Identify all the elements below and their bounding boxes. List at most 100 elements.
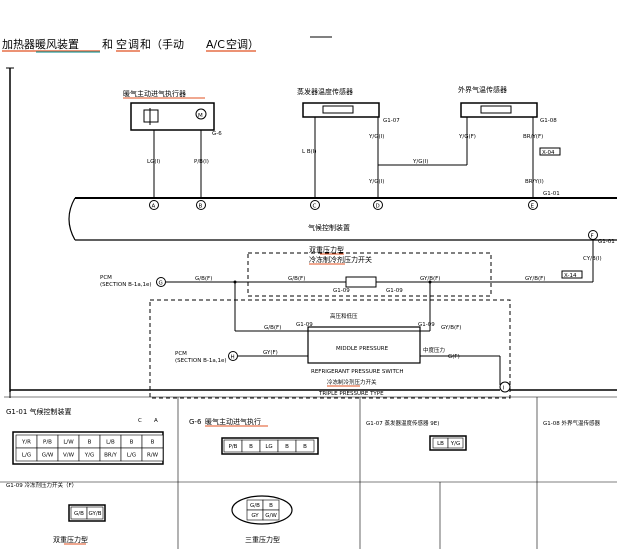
connector-pin-label: B — [151, 440, 155, 446]
wire-gyb3: GY/B(F) — [441, 325, 461, 331]
connector-pin-label: V/W — [63, 453, 75, 459]
pcm1-section: (SECTION B-1a,1e) — [100, 282, 152, 288]
wire-ygf: Y/G(F) — [458, 134, 476, 140]
pcm2-label: PCM — [175, 351, 187, 357]
code-x14: X-14 — [564, 273, 577, 279]
connector-pin-label: Y/G — [450, 441, 460, 447]
title-part5: 调 — [128, 38, 139, 51]
wire-gf: G(F) — [448, 354, 460, 360]
svg-text:E: E — [531, 204, 535, 210]
wire-lb: L B(I) — [302, 149, 317, 155]
conn-g101-label: G1-01 气候控制装置 — [6, 407, 72, 416]
pin-a: A — [154, 418, 158, 424]
connector-pin-label: B — [130, 440, 134, 446]
page-title: 加热器 暖风装置 和 空 调 和（手动 A/C 空调） — [2, 37, 259, 51]
connector-pin-label: Y/G — [84, 453, 94, 459]
conn-g109-label: G1-09 冷冻剂压力开关（F） — [6, 481, 77, 489]
connector-pin-label: LB — [437, 441, 444, 447]
svg-text:M: M — [198, 113, 203, 119]
connector-pin-label: GY — [251, 513, 259, 519]
wire-yg1: Y/G(I) — [368, 134, 384, 140]
mid-pressure-label: 中度压力 — [423, 346, 445, 354]
ref-switch-cn: 冷冻制冷剂压力开关 — [327, 378, 377, 386]
connector-pin-label: G/W — [42, 453, 54, 459]
code-g101: G1-01 — [543, 191, 560, 197]
code-g107: G1-07 — [383, 118, 400, 124]
connector-pin-label: GY/B — [89, 511, 102, 517]
wire-brf: BR/Y(F) — [523, 134, 543, 140]
connector-pin-label: L/W — [63, 440, 74, 446]
svg-text:H: H — [231, 355, 235, 361]
connector-pin — [262, 509, 280, 521]
climate-unit-label: 气候控制装置 — [308, 223, 350, 232]
wire-gbf3: G/B(F) — [264, 325, 281, 331]
connector-pin-label: L/B — [106, 440, 115, 446]
pin-c: C — [138, 418, 142, 424]
connector-pin-label: B — [249, 444, 253, 450]
wire-yg2: Y/G(I) — [368, 179, 384, 185]
g109-pins: G/B GY/B — [70, 506, 104, 520]
wire-lg: LG(I) — [147, 159, 160, 165]
connector-pin — [86, 506, 104, 520]
connector-pin — [295, 439, 315, 453]
wire-gbf2: G/B(F) — [288, 276, 305, 282]
dual-switch-sub: 冷冻制冷剂压力开关 — [309, 255, 372, 264]
wire-pb: P/B(I) — [194, 159, 209, 165]
code-x04: X-04 — [542, 150, 555, 156]
title-part3: 和 — [102, 38, 113, 51]
connector-pin-label: LG — [265, 444, 272, 450]
dual-switch-title: 双重压力型 — [309, 245, 344, 254]
svg-text:C: C — [313, 204, 317, 210]
pcm1-label: PCM — [100, 275, 112, 281]
title-part6: 和（手动 — [140, 37, 184, 51]
code-g109c: G1-09 — [296, 322, 313, 328]
connector-pin — [447, 437, 464, 449]
title-part7: A/C — [206, 38, 225, 51]
g101-pins: Y/R P/B L/W B L/B B B L/G G/W V/W Y/G BR/Y L/G R/W — [15, 434, 164, 462]
triple-type-en: TRIPLE PRESSURE TYPE — [318, 391, 384, 397]
mid-pressure-en: MIDDLE PRESSURE — [336, 346, 389, 352]
code-g109a: G1-09 — [333, 288, 350, 294]
connector-pin-label: B — [88, 440, 92, 446]
triple-label: 三重压力型 — [245, 535, 280, 544]
connector-pin-label: B — [285, 444, 289, 450]
ambient-sensor-label: 外界气温传感器 — [458, 85, 507, 94]
pcm2-section: (SECTION B-1a,1e) — [175, 358, 227, 364]
connector-pin-label: L/G — [22, 453, 31, 459]
wire-gyb1: GY/B(F) — [420, 276, 440, 282]
svg-text:I: I — [503, 386, 505, 392]
bus-nodes: A B C D E F — [149, 200, 598, 240]
svg-text:A: A — [152, 204, 156, 210]
conn-g6-code: G-6 — [189, 418, 202, 426]
wire-gyf: GY(F) — [263, 350, 278, 356]
title-part8: 空调） — [226, 37, 259, 51]
connector-pin-label: BR/Y — [104, 453, 117, 459]
connector-pin — [141, 447, 164, 462]
connector-pin-label: Y/R — [21, 440, 31, 446]
connector-pin-label: G/B — [250, 503, 260, 509]
connector-pin-label: P/B — [43, 440, 52, 446]
wire-gbf1: G/B(F) — [195, 276, 212, 282]
dual-label: 双重压力型 — [53, 535, 88, 544]
title-part2: 暖风装置 — [35, 38, 79, 51]
connector-pin-label: G/B — [74, 511, 84, 517]
hi-lo-label: 高压和低压 — [330, 312, 358, 320]
code-g101b: G1-01 — [598, 239, 615, 245]
connector-pin-label: R/W — [147, 453, 159, 459]
g107-pins: LB Y/G — [432, 437, 464, 449]
conn-g107-label: G1-07 蒸发器温度传感器 9E) — [366, 419, 439, 427]
code-g109b: G1-09 — [386, 288, 403, 294]
connector-pin-label: G/W — [265, 513, 277, 519]
evap-sensor-label: 蒸发器温度传感器 — [297, 87, 353, 96]
actuator-label: 暖气主动进气执行器 — [123, 89, 186, 98]
connector-pin-label: L/G — [127, 453, 136, 459]
code-g6-top: G-6 — [212, 131, 222, 137]
code-g109d: G1-09 — [418, 322, 435, 328]
conn-g6-name: 暖气主动进气执行 — [205, 417, 261, 426]
svg-text:D: D — [376, 204, 380, 210]
title-part4: 空 — [116, 37, 127, 51]
svg-text:F: F — [591, 234, 594, 240]
